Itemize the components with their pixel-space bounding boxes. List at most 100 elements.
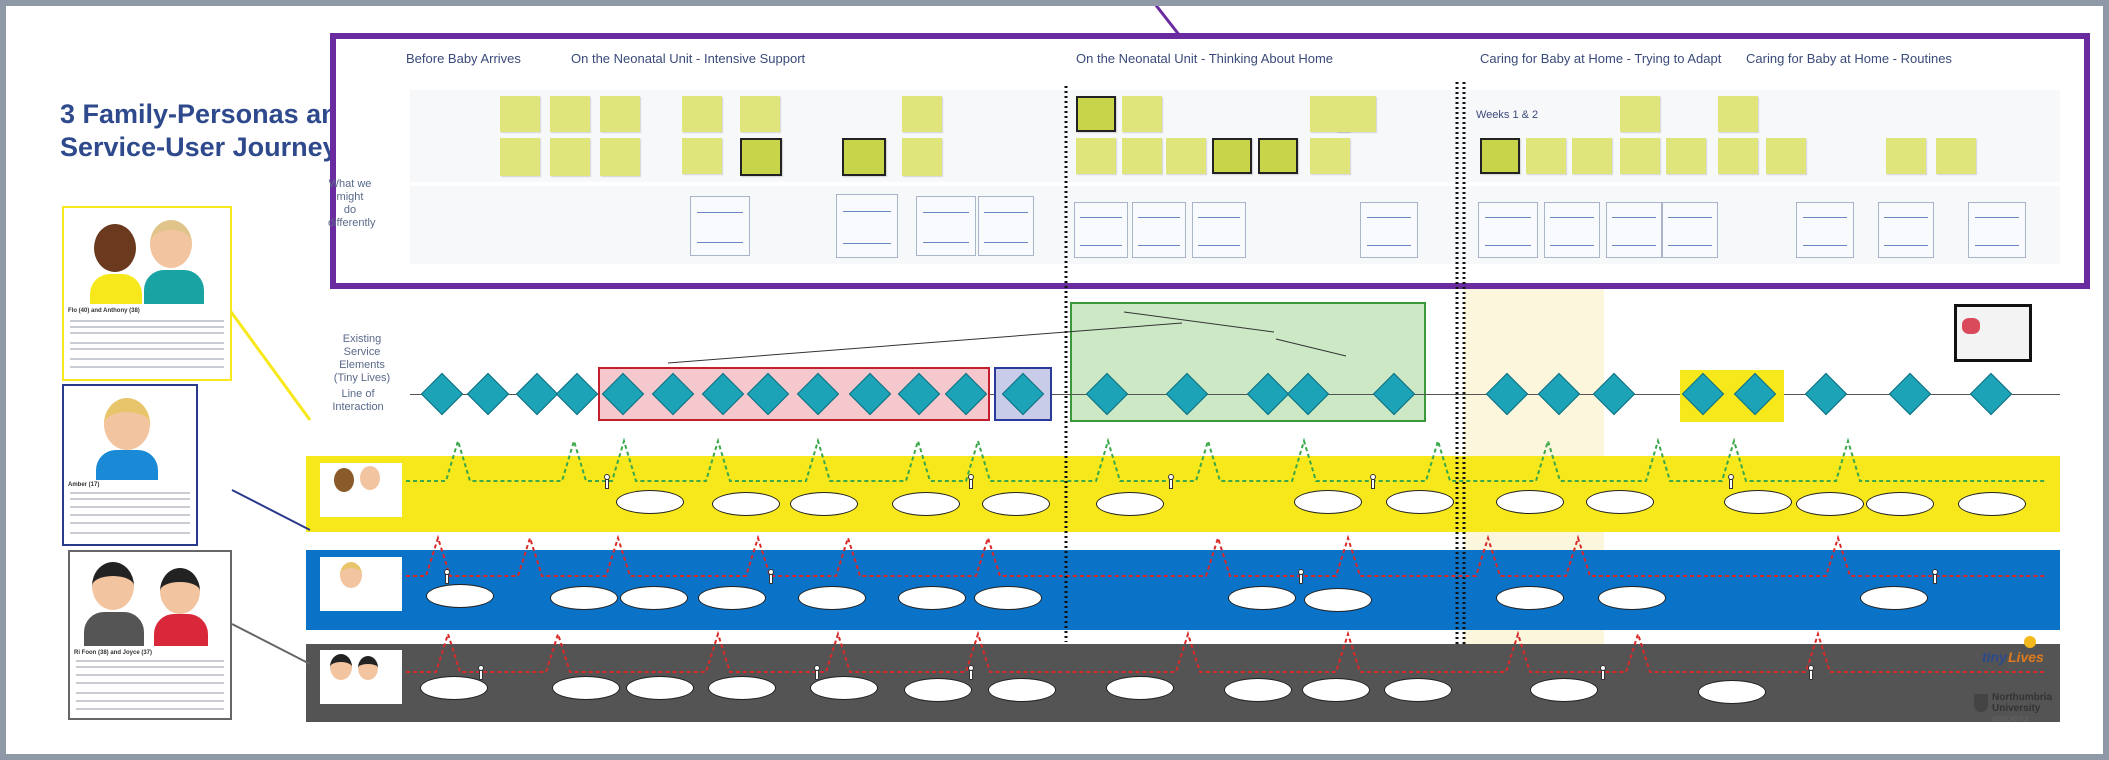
title-line-1: 3 Family-Personas and [60,99,355,129]
quote-bubble [616,490,684,514]
quote-bubble [708,676,776,700]
quote-bubble [620,586,688,610]
existing-service-zone [1070,302,1426,422]
phase-thinking-home: On the Neonatal Unit - Thinking About Ho… [1076,51,1334,66]
row-label-existing-line1: Existing Service [342,333,382,358]
phase-intensive: On the Neonatal Unit - Intensive Support [571,51,806,66]
idea-sketch [1662,202,1718,258]
quote-bubble [698,586,766,610]
row-label-existing-line3: (Tiny Lives) [333,372,391,384]
northumbria-line-1: Northumbria [1992,692,2052,703]
idea-sketch [1606,202,1662,258]
journey-step-figure [1598,665,1606,680]
quote-bubble [626,676,694,700]
tiny-lives-sun-icon [2024,636,2036,648]
line-of-interaction [410,394,2060,395]
card-text-line [76,674,224,676]
sticky-note [500,138,540,176]
card-text-line [70,492,190,494]
card-face [94,224,136,272]
quote-bubble [1386,490,1454,514]
quote-bubble [1496,490,1564,514]
tiny-lives-logo: tiny Lives [1982,636,2052,686]
journey-step-figure [1806,665,1814,680]
sticky-note [902,96,942,132]
quote-bubble [1724,490,1792,514]
quote-bubble [898,586,966,610]
sticky-note [1666,138,1706,174]
card-text-line [70,366,224,368]
quote-bubble [550,586,618,610]
quote-bubble [1866,492,1934,516]
avatar-face [340,562,362,588]
avatar-face [358,656,378,680]
quote-bubble [904,678,972,702]
sticky-note [1620,96,1660,132]
sticky-note [682,138,722,174]
card-text-line [76,708,224,710]
card-face [150,220,192,268]
card-text-line [76,692,224,694]
sticky-note [740,96,780,132]
quote-bubble [1958,492,2026,516]
avatar-face [330,654,352,680]
quote-bubble [1106,676,1174,700]
card-shirt [96,450,158,480]
card-text-line [76,700,224,702]
idea-sketch [1544,202,1600,258]
sticky-note [1076,96,1116,132]
row-label-differently: What we might do differently [328,178,376,230]
persona-avatar-flo-anthony [318,461,404,519]
sticky-note [1258,138,1298,174]
sticky-note [600,138,640,176]
quote-bubble [1302,678,1370,702]
sticky-note [1076,138,1116,174]
idea-sketch [1074,202,1128,258]
idea-sketch [836,194,898,258]
card-shirt [84,612,144,646]
sticky-note [842,138,886,176]
sticky-note [740,138,782,176]
card-shirt [90,274,142,304]
journey-step-figure [966,665,974,680]
northumbria-line-3: NEWCASTLE [1992,717,2030,723]
sticky-note [1122,138,1162,174]
page-title: 3 Family-Personas and Service-User Journ… [60,98,360,164]
quote-bubble [982,492,1050,516]
sticky-note [1526,138,1566,174]
quote-bubble [1586,490,1654,514]
card-text-line [76,660,224,662]
avatar-face [360,466,380,490]
sticky-note [1336,96,1376,132]
idea-sketch [1878,202,1934,258]
journey-step-figure [1296,569,1304,584]
idea-sketch [1132,202,1186,258]
sticky-note [1718,138,1758,174]
screen-thumbnail-accent [1962,318,1980,334]
journey-step-figure [966,474,974,489]
quote-bubble [810,676,878,700]
sticky-note [1572,138,1612,174]
phase-before-baby: Before Baby Arrives [406,51,521,66]
quote-bubble [1384,678,1452,702]
card-face [92,562,134,610]
row-label-differently-line2: do differently [328,204,376,229]
journey-step-figure [1166,474,1174,489]
quote-bubble [974,586,1042,610]
card-text-line [70,514,190,516]
quote-bubble [1096,492,1164,516]
persona-card-ri-joyce: Ri Foon (38) and Joyce (37) [68,550,232,720]
journey-step-figure [812,665,820,680]
persona-card-name: Flo (40) and Anthony (38) [68,308,140,314]
sticky-note [902,138,942,176]
idea-sketch [978,196,1034,256]
persona-card-flo-anthony: Flo (40) and Anthony (38) [62,206,232,381]
card-text-line [70,320,224,322]
card-text-line [70,332,224,334]
sticky-note [550,96,590,132]
avatar-face [334,468,354,492]
row-label-interaction-line2: Interaction [332,401,384,413]
card-text-line [70,506,190,508]
weeks-label: Weeks 1 & 2 [1476,109,1539,121]
sticky-note [1166,138,1206,174]
